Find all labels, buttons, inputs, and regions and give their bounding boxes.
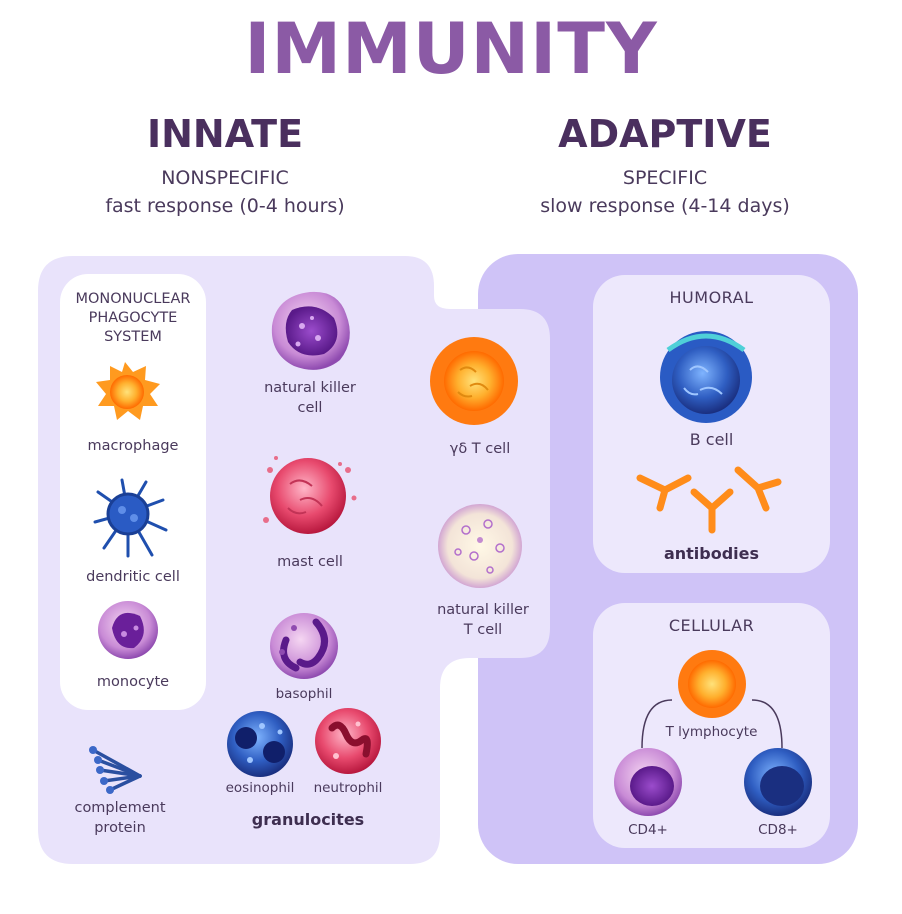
- nk-cell-icon: [271, 291, 350, 370]
- innate-specificity: NONSPECIFIC: [161, 167, 289, 189]
- humoral-title: HUMORAL: [669, 288, 754, 307]
- humoral-box: [593, 275, 830, 573]
- basophil-label: basophil: [275, 686, 333, 702]
- cd4-icon: [614, 748, 682, 816]
- antibodies-icon: [636, 466, 782, 534]
- eosinophil-icon: [227, 711, 293, 777]
- monocyte-icon: [98, 601, 158, 659]
- gd-t-cell-icon: [430, 337, 518, 425]
- adaptive-heading: ADAPTIVE: [558, 112, 772, 156]
- complement-protein-icon: [89, 746, 142, 794]
- complement-label: complement protein: [74, 800, 166, 836]
- adaptive-response: slow response (4-14 days): [540, 195, 790, 217]
- cellular-connector: [641, 699, 783, 749]
- neutrophil-icon: [315, 708, 381, 774]
- cd8-label: CD8+: [758, 822, 798, 838]
- cellular-title: CELLULAR: [668, 616, 755, 635]
- dendritic-label: dendritic cell: [86, 569, 180, 585]
- t-lymphocyte-icon: [678, 650, 746, 718]
- adaptive-specificity: SPECIFIC: [622, 167, 708, 189]
- page-title: IMMUNITY: [244, 8, 658, 90]
- nkt-cell-icon: [438, 504, 522, 588]
- eosinophil-label: eosinophil: [225, 780, 295, 796]
- cd8-icon: [744, 748, 812, 816]
- monocyte-label: monocyte: [96, 674, 170, 690]
- innate-response: fast response (0-4 hours): [105, 195, 345, 217]
- innate-heading: INNATE: [146, 112, 304, 156]
- b-cell-icon: [660, 331, 752, 423]
- nkt-cell-label: natural killer T cell: [437, 602, 529, 638]
- mast-cell-icon: [263, 456, 357, 534]
- basophil-icon: [270, 613, 338, 679]
- mononuclear-title: MONONUCLEAR PHAGOCYTE SYSTEM: [75, 291, 191, 345]
- dendritic-cell-icon: [93, 478, 168, 558]
- neutrophil-label: neutrophil: [313, 780, 383, 796]
- mast-cell-label: mast cell: [277, 554, 343, 570]
- cd4-label: CD4+: [628, 822, 668, 838]
- t-lymphocyte-label: T lymphocyte: [665, 724, 758, 740]
- granulocytes-label: granulocites: [251, 810, 365, 829]
- gd-t-cell-label: γδ T cell: [449, 441, 511, 457]
- b-cell-label: B cell: [689, 430, 734, 449]
- macrophage-icon: [96, 362, 160, 420]
- nk-cell-label: natural killer cell: [264, 380, 356, 416]
- macrophage-label: macrophage: [87, 438, 179, 454]
- antibodies-label: antibodies: [663, 544, 760, 563]
- mononuclear-box: [60, 274, 206, 710]
